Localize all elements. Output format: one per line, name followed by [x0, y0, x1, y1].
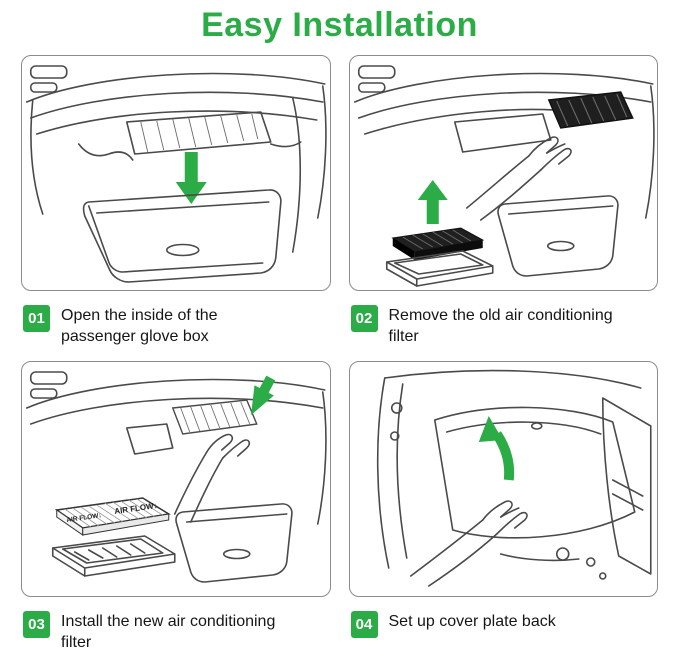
step-2-label: Remove the old air conditioning filter: [388, 307, 613, 345]
step-4-label: Set up cover plate back: [388, 613, 556, 630]
green-arrow-down-icon: [175, 152, 207, 204]
glove-box-bin-graphic: [496, 195, 619, 277]
step-2-cell: 02 Remove the old air conditioning filte…: [348, 55, 659, 361]
step-1-panel: [21, 55, 331, 291]
filter-tray-graphic: [385, 250, 494, 287]
green-arrow-insert-icon: [251, 375, 276, 416]
step-4-badge: 04: [350, 611, 378, 638]
filter-tray-graphic: [51, 535, 176, 577]
filter-slot-hatch: [140, 113, 259, 153]
step-4-panel: [348, 361, 658, 597]
step-4-cell: 04 Set up cover plate back: [348, 361, 659, 667]
step-3-label: Install the new air conditioning filter: [61, 613, 276, 651]
hand-graphic: [409, 500, 528, 587]
illustration-open-glove-box: [25, 65, 327, 283]
hand-graphic: [173, 433, 251, 523]
step-3-caption: 03 Install the new air conditioning filt…: [21, 597, 331, 667]
step-3-panel: AIR FLOW↓ AIR FLOW↓: [21, 361, 331, 597]
step-1-caption: 01 Open the inside of the passenger glov…: [21, 291, 331, 361]
interior-side-graphic: [376, 369, 652, 580]
old-filter-graphic: [547, 91, 634, 129]
new-filter-graphic: AIR FLOW↓ AIR FLOW↓: [54, 497, 171, 536]
step-1-label: Open the inside of the passenger glove b…: [61, 307, 218, 345]
illustration-install-new-filter: AIR FLOW↓ AIR FLOW↓: [25, 371, 327, 583]
glove-box-bin-graphic: [175, 503, 293, 583]
step-3-badge: 03: [23, 611, 50, 638]
new-filter-inset: AIR FLOW↓ AIR FLOW↓: [51, 497, 176, 577]
step-2-badge: 02: [350, 305, 378, 332]
steps-grid: 01 Open the inside of the passenger glov…: [21, 55, 658, 667]
illustration-set-cover-plate: [376, 369, 652, 587]
new-filter-inserting-graphic: [171, 399, 258, 435]
green-arrow-up-icon: [417, 180, 448, 224]
step-1-cell: 01 Open the inside of the passenger glov…: [21, 55, 331, 361]
air-flow-label-small: AIR FLOW↓: [66, 512, 102, 524]
step-2-panel: [348, 55, 658, 291]
illustration-remove-old-filter: [353, 65, 655, 287]
filter-removal-inset: [385, 180, 494, 287]
glove-box-bin-graphic: [82, 189, 282, 283]
page-title: Easy Installation: [201, 6, 478, 44]
dashboard-graphic: [25, 65, 327, 253]
step-2-caption: 02 Remove the old air conditioning filte…: [349, 291, 659, 361]
dashboard-graphic: [25, 371, 327, 525]
hand-graphic: [465, 136, 572, 221]
step-4-caption: 04 Set up cover plate back: [349, 597, 659, 667]
green-arrow-up-icon: [478, 416, 514, 481]
step-3-cell: AIR FLOW↓ AIR FLOW↓: [21, 361, 331, 667]
step-1-badge: 01: [23, 305, 50, 332]
